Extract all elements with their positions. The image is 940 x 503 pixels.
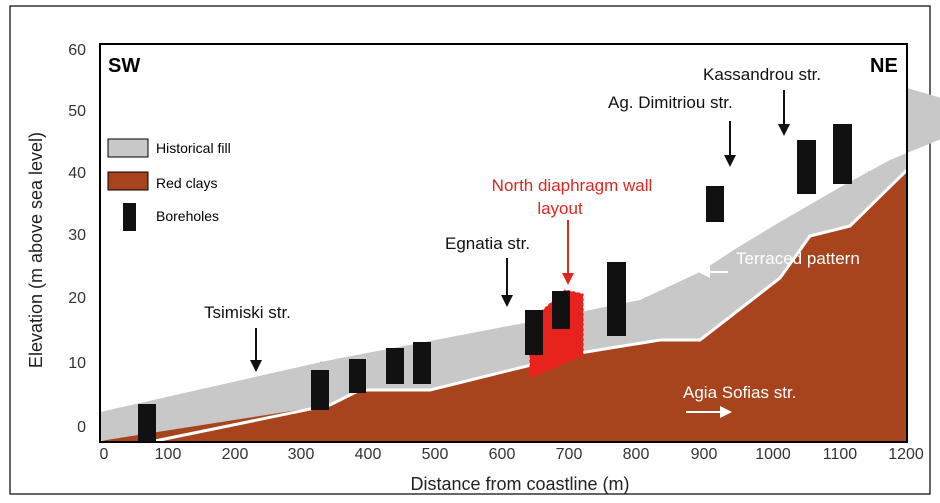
y-tick-label: 40 bbox=[68, 165, 86, 182]
x-axis-title: Distance from coastline (m) bbox=[410, 474, 629, 494]
x-tick-label: 600 bbox=[489, 446, 516, 463]
x-tick-label: 100 bbox=[155, 446, 182, 463]
white-annotations: Terraced pattern Agia Sofias str. bbox=[683, 249, 860, 418]
x-tick-label: 900 bbox=[691, 446, 718, 463]
egnatia-arrowhead bbox=[501, 295, 513, 307]
borehole bbox=[797, 140, 816, 194]
borehole bbox=[138, 404, 156, 442]
borehole bbox=[706, 186, 724, 222]
x-tick-label: 300 bbox=[288, 446, 315, 463]
dimitriou-arrowhead bbox=[724, 155, 736, 167]
kassandrou-arrowhead bbox=[778, 124, 790, 136]
agia-sofias-label: Agia Sofias str. bbox=[683, 383, 796, 402]
legend-clay-swatch bbox=[107, 171, 149, 191]
y-tick-label: 20 bbox=[68, 290, 86, 307]
legend-fill-label: Historical fill bbox=[156, 140, 231, 156]
plot-frame bbox=[99, 43, 908, 443]
legend: Historical fill Red clays Boreholes bbox=[107, 138, 231, 231]
y-tick-label: 0 bbox=[77, 419, 86, 436]
wall-label-line2: layout bbox=[537, 199, 583, 218]
wall-arrowhead bbox=[562, 273, 574, 285]
legend-fill-swatch bbox=[107, 138, 149, 158]
borehole bbox=[311, 370, 329, 410]
x-tick-label: 400 bbox=[355, 446, 382, 463]
kassandrou-label: Kassandrou str. bbox=[703, 65, 821, 84]
borehole bbox=[413, 342, 431, 384]
y-tick-labels: 0 10 20 30 40 50 60 bbox=[68, 42, 86, 436]
agia-sofias-arrowhead bbox=[720, 406, 732, 418]
ne-label: NE bbox=[870, 55, 898, 77]
red-clay-layer bbox=[100, 170, 907, 442]
terraced-arrowhead bbox=[698, 266, 710, 278]
historical-fill-surface bbox=[100, 88, 907, 412]
borehole bbox=[349, 359, 366, 393]
x-tick-labels: 0 100 200 300 400 500 600 700 800 900 10… bbox=[100, 446, 924, 463]
outer-frame bbox=[9, 5, 931, 495]
borehole bbox=[833, 124, 852, 184]
y-tick-label: 10 bbox=[68, 355, 86, 372]
y-tick-label: 30 bbox=[68, 227, 86, 244]
street-annotations: Tsimiski str. Egnatia str. Ag. Dimitriou… bbox=[204, 65, 821, 372]
x-tick-label: 1100 bbox=[823, 446, 858, 463]
wall-annotation: North diaphragm wall layout bbox=[492, 176, 653, 285]
y-tick-label: 60 bbox=[68, 42, 86, 59]
tsimiski-label: Tsimiski str. bbox=[204, 303, 291, 322]
dimitriou-label: Ag. Dimitriou str. bbox=[608, 93, 733, 112]
borehole bbox=[525, 310, 543, 355]
legend-clay-label: Red clays bbox=[156, 175, 217, 191]
x-tick-label: 0 bbox=[100, 446, 109, 463]
legend-borehole-swatch bbox=[123, 203, 136, 231]
terraced-label: Terraced pattern bbox=[736, 249, 860, 268]
y-tick-label: 50 bbox=[68, 103, 86, 120]
tsimiski-arrowhead bbox=[250, 360, 262, 372]
sw-label: SW bbox=[108, 55, 140, 77]
x-tick-label: 200 bbox=[222, 446, 249, 463]
x-tick-label: 800 bbox=[623, 446, 650, 463]
borehole bbox=[552, 291, 570, 329]
y-axis-title: Elevation (m above sea level) bbox=[26, 132, 46, 368]
clay-boundary-line bbox=[154, 168, 909, 443]
boreholes bbox=[138, 124, 852, 442]
egnatia-label: Egnatia str. bbox=[445, 234, 530, 253]
x-tick-label: 1200 bbox=[888, 446, 924, 463]
borehole bbox=[386, 348, 404, 384]
x-tick-label: 500 bbox=[422, 446, 449, 463]
wall-label-line1: North diaphragm wall bbox=[492, 176, 653, 195]
x-tick-label: 700 bbox=[556, 446, 583, 463]
borehole bbox=[607, 262, 626, 336]
legend-borehole-label: Boreholes bbox=[156, 208, 219, 224]
x-tick-label: 1000 bbox=[755, 446, 791, 463]
